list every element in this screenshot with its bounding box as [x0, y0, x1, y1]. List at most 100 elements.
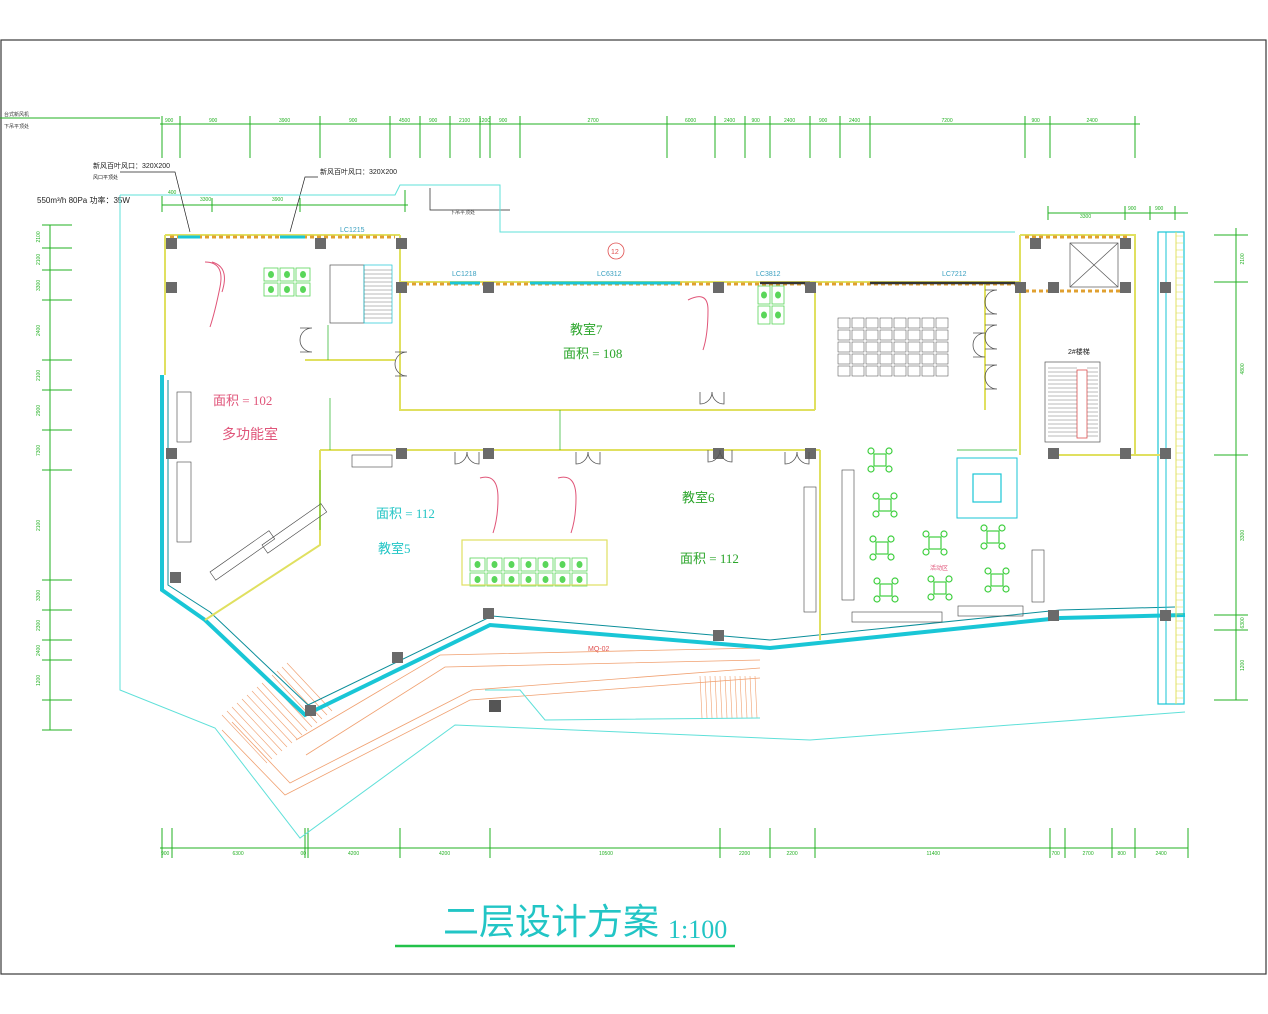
top-dim-label: 900 [819, 118, 828, 124]
column [713, 282, 724, 293]
column [1120, 238, 1131, 249]
toilet-stall [279, 267, 295, 282]
right-strip-ticks [1176, 235, 1183, 699]
top-dim-label: 6000 [685, 118, 696, 124]
bottom-dim-label: 800 [1118, 851, 1127, 857]
door-swing [587, 451, 601, 465]
classroom-desks [837, 317, 949, 377]
toilet-bowl [576, 561, 583, 568]
column [396, 238, 407, 249]
activity-chair [980, 542, 988, 550]
desk [907, 341, 921, 353]
desk [851, 353, 865, 365]
activity-chair [940, 530, 948, 538]
bottom-dim-label: 2700 [1083, 851, 1094, 857]
toilet-stall [263, 282, 279, 297]
room-4-name: 教室6 [682, 490, 715, 505]
toilet-stall [503, 557, 520, 572]
hatch-line [256, 686, 303, 736]
stair-1-treads [364, 269, 392, 319]
toilet-stall [757, 285, 771, 305]
hatch-line [241, 698, 288, 748]
activity-chair [872, 492, 880, 500]
toilet-stall [571, 557, 588, 572]
column [1015, 282, 1026, 293]
desk [935, 329, 949, 341]
column [166, 282, 177, 293]
door-swing [394, 363, 408, 377]
walls [164, 234, 1160, 640]
svg-text:12: 12 [611, 249, 619, 256]
door-swing [575, 451, 589, 465]
activity-chair [869, 553, 877, 561]
top-dim-label: 7200 [942, 118, 953, 124]
door-swing [984, 324, 998, 338]
left-dim-label: 3300 [36, 280, 42, 291]
column [396, 282, 407, 293]
toilet-stall [554, 557, 571, 572]
grid-mark: 12 [607, 242, 625, 260]
left-dim-label: 2400 [36, 645, 42, 656]
top-dim-label: 900 [429, 118, 438, 124]
note-top-2: 下吊平顶处 [4, 123, 29, 130]
curtain-wall [160, 375, 1186, 718]
toilet-bowl [474, 561, 481, 568]
right-dim-label: 1200 [1240, 660, 1246, 671]
column [483, 608, 494, 619]
column [170, 572, 181, 583]
bottom-dim-label: 6300 [233, 851, 244, 857]
desk [837, 341, 851, 353]
desk [935, 365, 949, 377]
toilet-bowl [761, 311, 767, 319]
activity-chair [945, 575, 953, 583]
desk [879, 341, 893, 353]
top-dim-label: 900 [165, 118, 174, 124]
activity-chair [885, 447, 893, 455]
interior-dimension-lines [319, 325, 561, 530]
activity-chair [890, 492, 898, 500]
toilet-stall [279, 282, 295, 297]
left-dim-label: 2100 [36, 370, 42, 381]
left-dim-label: 3300 [36, 590, 42, 601]
column [1048, 282, 1059, 293]
top-dimension-chain [0, 117, 1140, 125]
note-vent-1: 新风百叶风口：320X200 [93, 161, 170, 170]
left-dimension-labels: 2100210033002400210029007300210033002300… [36, 231, 42, 686]
activity-chair [998, 524, 1006, 532]
toilet-stall [771, 285, 785, 305]
toilet-stall [486, 572, 503, 587]
desk [879, 353, 893, 365]
top-dim-label: 2100 [459, 118, 470, 124]
bottom-dim-label: 00 [301, 851, 307, 857]
desk [851, 329, 865, 341]
column [1160, 282, 1171, 293]
door-swing [784, 451, 798, 465]
toilet-stall [295, 267, 311, 282]
stair-2 [1044, 361, 1101, 443]
toilet-bowl [542, 561, 549, 568]
desk [893, 317, 907, 329]
desk [837, 329, 851, 341]
toilet-stall [503, 572, 520, 587]
doors [299, 289, 998, 465]
activity-table [990, 573, 1004, 587]
column [805, 448, 816, 459]
top-dim-label: 2400 [724, 118, 735, 124]
activity-table [878, 498, 892, 512]
door-swing [984, 289, 998, 303]
toilet-bowl [284, 286, 290, 293]
door-swing [984, 376, 998, 390]
hatch-line [749, 675, 753, 719]
top-dim-label: 900 [209, 118, 218, 124]
column [1048, 610, 1059, 621]
top-dim-label: 2400 [784, 118, 795, 124]
mq-label: MQ-02 [588, 646, 610, 653]
toilet-stall [469, 557, 486, 572]
activity-table [933, 581, 947, 595]
toilet-bowl [268, 271, 274, 278]
toilet-bowl [576, 576, 583, 583]
desk [865, 341, 879, 353]
toilet-stall [263, 267, 279, 282]
